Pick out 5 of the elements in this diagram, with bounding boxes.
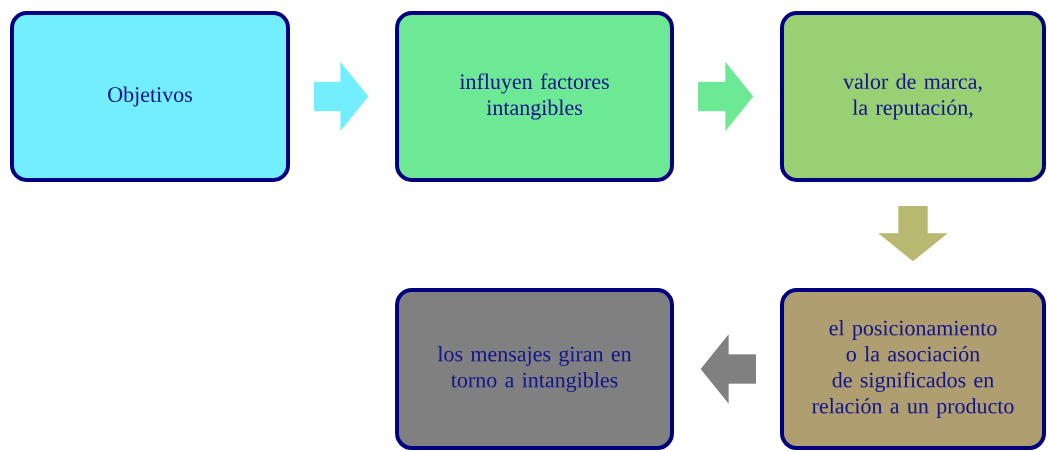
process-box: influyen factores intangibles (395, 11, 674, 182)
process-box: valor de marca, la reputación, (780, 11, 1046, 182)
process-box: Objetivos (10, 11, 290, 182)
process-box: los mensajes giran en torno a intangibles (395, 288, 674, 450)
process-box: el posicionamiento o la asociación de significados en relación a un producto (780, 288, 1046, 450)
